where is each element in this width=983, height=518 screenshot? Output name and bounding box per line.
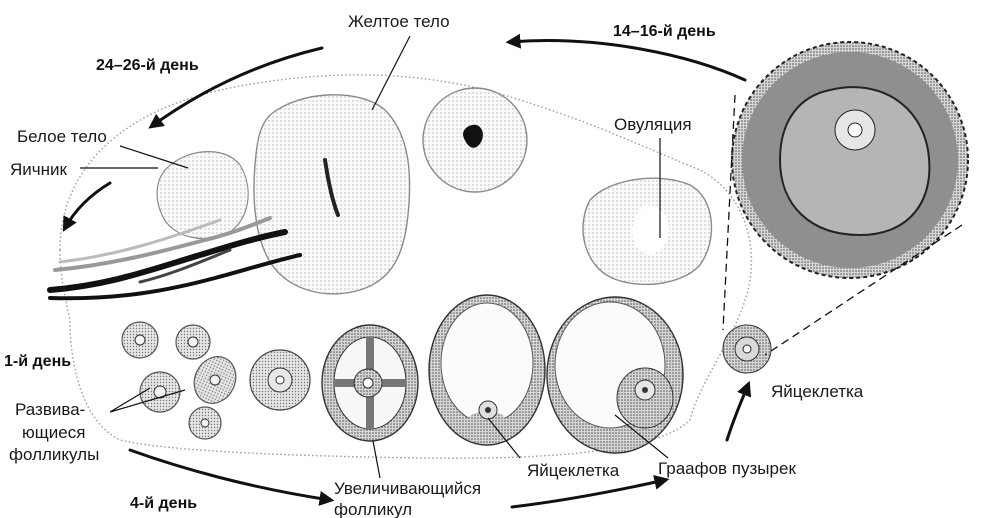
- arrow-day-4: [130, 450, 330, 500]
- small-egg-cell: [723, 325, 771, 373]
- label-day-4: 4-й день: [130, 495, 197, 512]
- label-graafian: Граафов пузырек: [658, 459, 796, 478]
- label-day-1: 1-й день: [4, 353, 71, 370]
- label-developing-3: фолликулы: [9, 445, 99, 464]
- label-egg-inner: Яйцеклетка: [527, 461, 620, 480]
- zoom-line-left: [723, 95, 735, 330]
- graafian-follicle: [547, 297, 683, 453]
- label-white-body: Белое тело: [17, 127, 107, 146]
- leader-growing: [373, 441, 380, 478]
- label-developing-2: ющиеся: [22, 423, 85, 442]
- label-developing-1: Развива-: [15, 400, 85, 419]
- arrow-to-egg: [727, 385, 748, 440]
- leader-white-body: [120, 146, 188, 168]
- arrow-ovary-down: [65, 183, 110, 228]
- label-yellow-body: Желтое тело: [348, 12, 450, 31]
- arrow-to-graafian: [512, 480, 665, 507]
- label-ovulation: Овуляция: [614, 115, 692, 134]
- leader-yellow-body: [372, 36, 410, 110]
- label-day-24-26: 24–26-й день: [96, 57, 199, 74]
- label-growing-1: Увеличивающийся: [334, 479, 481, 498]
- small-follicles: [122, 322, 310, 439]
- label-growing-2: фолликул: [334, 500, 412, 518]
- enlarging-follicle: [322, 325, 418, 441]
- arrow-14-16-to-yellow: [510, 41, 745, 80]
- label-ovary: Яичник: [10, 160, 68, 179]
- antral-follicle: [429, 295, 545, 445]
- large-egg-cell: [732, 42, 968, 278]
- label-day-14-16: 14–16-й день: [613, 23, 716, 40]
- label-egg-outer: Яйцеклетка: [771, 382, 864, 401]
